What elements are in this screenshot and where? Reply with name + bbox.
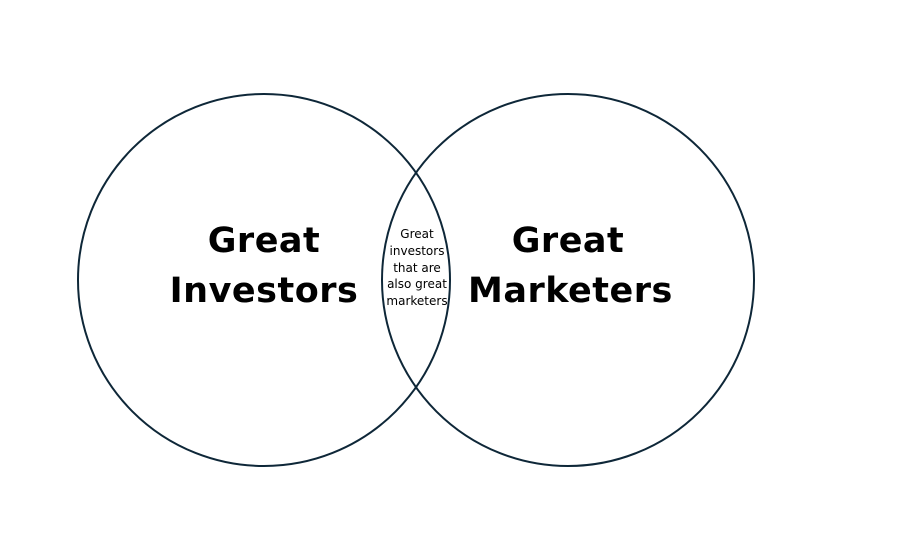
great-marketers-label: Great Marketers	[468, 216, 673, 316]
intersection-label-line-1: Great	[400, 227, 434, 241]
intersection-label-line-5: marketers	[386, 294, 448, 309]
intersection-label-line-2: investors	[389, 243, 445, 258]
intersection-label-line-4: also great	[387, 277, 447, 292]
great-marketers-label-line-2: Marketers	[468, 271, 673, 311]
intersection-label-line-3: that are	[393, 260, 441, 275]
circle-great-marketers	[381, 93, 755, 467]
circle-great-investors	[77, 93, 451, 467]
great-investors-label-line-1: Great	[207, 221, 321, 261]
great-marketers-label-line-1: Great	[511, 221, 625, 261]
intersection-label: Great investors that are also great mark…	[382, 226, 452, 310]
great-investors-label: Great Investors	[164, 216, 364, 316]
great-investors-label-line-2: Investors	[169, 271, 359, 311]
